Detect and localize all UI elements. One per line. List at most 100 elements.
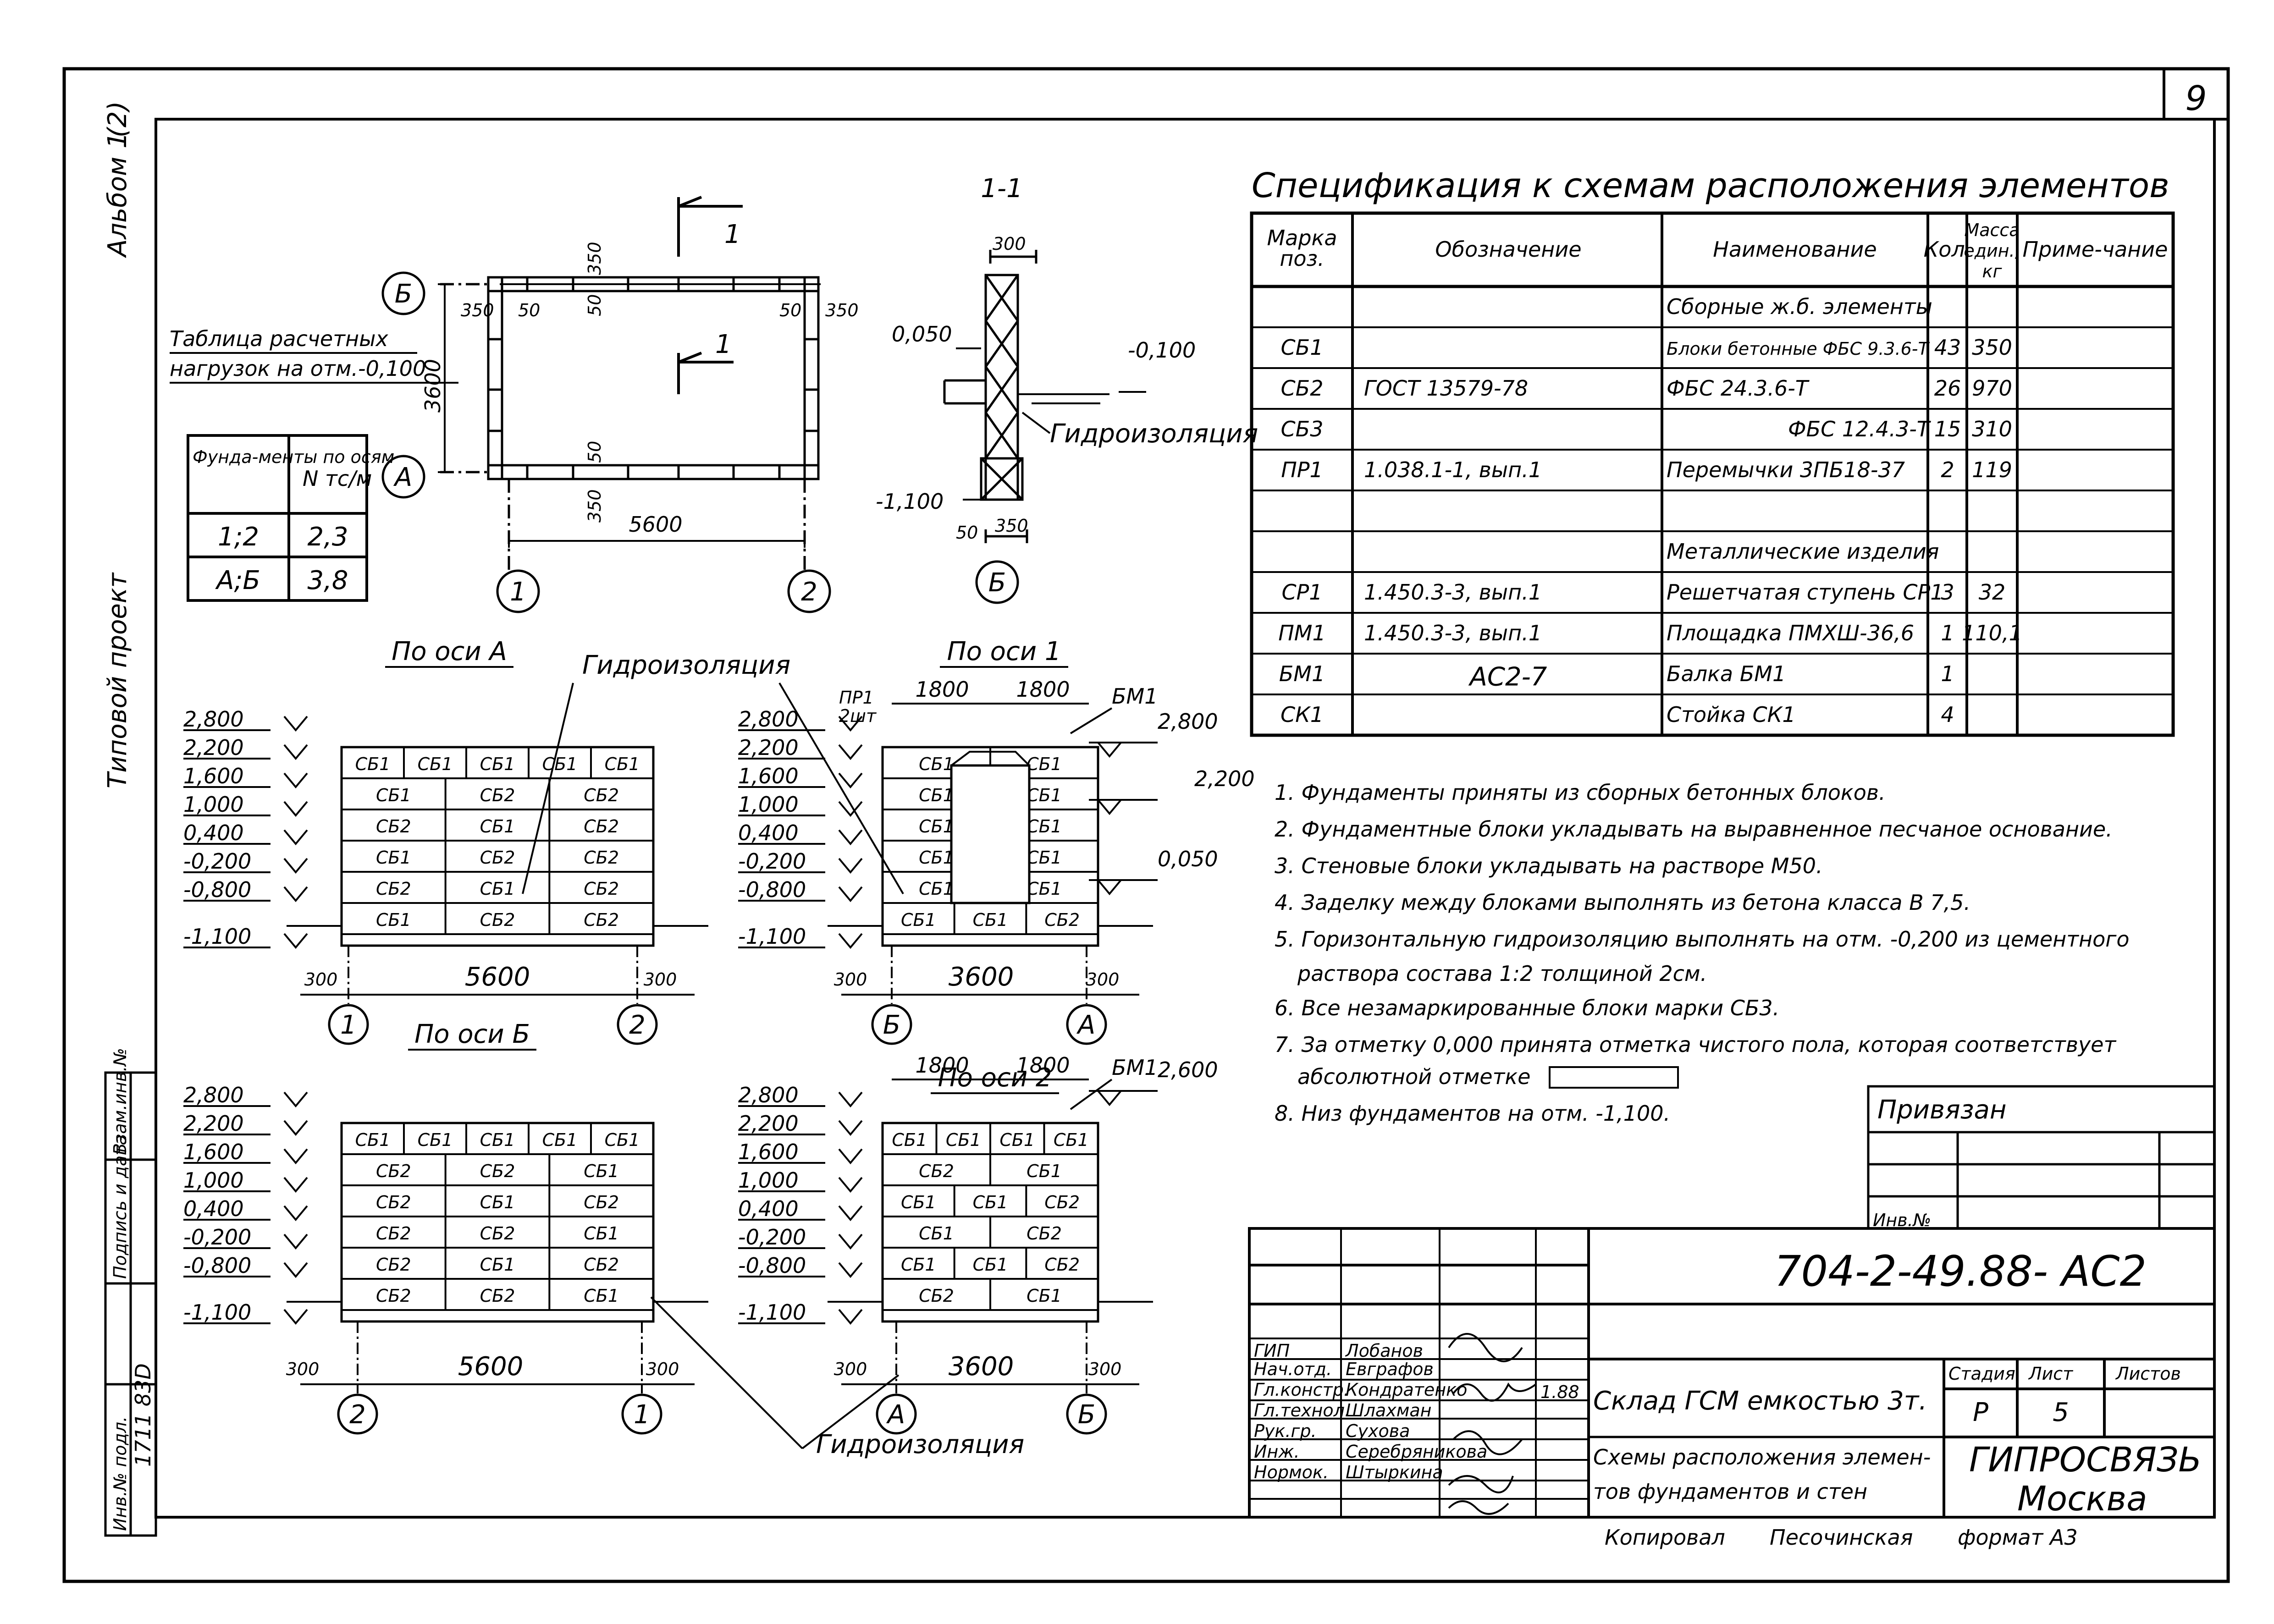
staff-name-2: Кондратенко — [1346, 1380, 1467, 1400]
drawing-name-1: Схемы расположения элемен- — [1593, 1445, 1931, 1470]
level-mark: 2,200 — [738, 735, 799, 760]
spec-cell-8-4: 110,1 — [1962, 621, 2022, 645]
album-label: Альбом 1 — [103, 132, 132, 258]
spec-cell-9-0: БМ1 — [1279, 661, 1325, 686]
top-dim: 1800 — [915, 1053, 969, 1078]
note-3: 4. Заделку между блоками выполнять из бе… — [1275, 890, 1970, 915]
waterproofing-label: Гидроизоляция — [582, 650, 790, 680]
elevation-dim: 300 — [304, 969, 338, 990]
beam-label: БМ1 — [1112, 1055, 1158, 1080]
section-axis: Б — [988, 568, 1006, 598]
spec-cell-4-4: 119 — [1972, 457, 2012, 482]
level-mark: 0,400 — [738, 1196, 799, 1221]
elevation-dim: 300 — [834, 969, 867, 990]
spec-title: Спецификация к схемам расположения элеме… — [1252, 166, 2169, 205]
block-label: СБ2 — [584, 848, 619, 868]
org-name: ГИПРОСВЯЗЬ — [1969, 1440, 2202, 1480]
block-label: СБ1 — [376, 910, 411, 930]
spec-cell-4-2: Перемычки 3ПБ18-37 — [1667, 457, 1905, 482]
staff-role-4: Рук.гр. — [1254, 1421, 1317, 1441]
block-label: СБ1 — [946, 1130, 981, 1150]
block-label: СБ1 — [480, 879, 515, 899]
level-mark: -0,200 — [183, 1225, 251, 1250]
spec-cell-4-0: ПР1 — [1281, 457, 1323, 482]
sheet-format: формат А3 — [1958, 1525, 2078, 1550]
elevation-axis: Б — [883, 1010, 900, 1040]
level-mark: 0,400 — [183, 1196, 244, 1221]
spec-cell-7-0: СР1 — [1281, 580, 1322, 605]
binding-inv: Инв.№ — [1873, 1210, 1931, 1230]
block-label: СБ1 — [480, 816, 515, 837]
plan-dim-50-left: 50 — [518, 300, 540, 320]
block-label: СБ1 — [901, 1192, 936, 1212]
loads-head-col1: Фунда-менты по осям — [193, 447, 394, 467]
note-9: 8. Низ фундаментов на отм. -1,100. — [1275, 1101, 1670, 1126]
level-mark: 1,000 — [183, 792, 244, 817]
lintel-label: ПР1 — [839, 688, 874, 708]
level-mark: -1,100 — [183, 1300, 251, 1325]
level-mark: -1,100 — [738, 924, 806, 949]
spec-cell-8-2: Площадка ПМХШ-36,6 — [1667, 621, 1914, 645]
org-city: Москва — [2017, 1479, 2147, 1519]
waterproofing-label: Гидроизоляция — [816, 1430, 1024, 1459]
note-1: 2. Фундаментные блоки укладывать на выра… — [1275, 817, 2113, 842]
side-stamp-h2: Подпись и дата — [110, 1134, 130, 1279]
sheet-frame — [62, 67, 2230, 1583]
block-label: СБ1 — [999, 1130, 1035, 1150]
block-label: СБ1 — [1027, 848, 1062, 868]
section-waterproofing-label: Гидроизоляция — [1050, 419, 1258, 449]
block-label: СБ1 — [892, 1130, 927, 1150]
block-label: СБ1 — [355, 754, 391, 774]
plan-dim-350-top: 350 — [585, 242, 605, 275]
note-6: 6. Все незамаркированные блоки марки СБ3… — [1275, 996, 1779, 1020]
section-dim-350: 350 — [995, 516, 1028, 536]
spec-cell-6-2: Металлические изделия — [1667, 539, 1939, 564]
elevation-axis: 1 — [340, 1010, 357, 1040]
elevation-dim: 300 — [1086, 969, 1120, 990]
block-label: СБ2 — [376, 1255, 411, 1275]
note-0: 1. Фундаменты приняты из сборных бетонны… — [1275, 780, 1886, 805]
level-mark: 1,000 — [738, 1168, 799, 1193]
note-7: 7. За отметку 0,000 принята отметка чист… — [1275, 1032, 2116, 1057]
block-label: СБ2 — [584, 816, 619, 837]
block-label: СБ2 — [376, 816, 411, 837]
spec-cell-10-0: СК1 — [1281, 702, 1324, 727]
spec-cell-0-2: Сборные ж.б. элементы — [1667, 294, 1932, 319]
spec-cell-2-2: ФБС 24.3.6-Т — [1667, 376, 1810, 401]
loads-table-title-2: нагрузок на отм.-0,100 — [170, 356, 426, 381]
plan-dim-350-left: 350 — [461, 300, 494, 320]
spec-cell-2-3: 26 — [1934, 376, 1961, 401]
level-mark: -0,800 — [738, 1253, 806, 1278]
level-mark: -0,800 — [183, 877, 251, 902]
spec-header-2: Наименование — [1713, 237, 1877, 262]
side-mark: 0,050 — [1158, 847, 1218, 871]
block-label: СБ2 — [480, 1223, 515, 1244]
section-title: 1-1 — [981, 174, 1022, 204]
staff-name-5: Серебряникова — [1346, 1442, 1487, 1462]
note-2: 3. Стеновые блоки укладывать на растворе… — [1275, 853, 1823, 878]
plan-axis-b: Б — [395, 279, 412, 309]
lintel-count: 2шт — [839, 706, 877, 726]
spec-cell-4-3: 2 — [1941, 457, 1954, 482]
staff-name-6: Штыркина — [1346, 1462, 1443, 1482]
block-label: СБ1 — [355, 1130, 391, 1150]
spec-header-1: Обозначение — [1435, 237, 1581, 262]
sheet-no-value: 5 — [2053, 1398, 2069, 1427]
block-label: СБ2 — [376, 1192, 411, 1212]
axis-bubble-b — [381, 271, 425, 315]
foundation-plan — [438, 196, 821, 573]
plan-axis-1: 1 — [510, 577, 526, 607]
section-mark-1100: -1,100 — [876, 489, 944, 514]
level-mark: -1,100 — [183, 924, 251, 949]
spec-cell-8-1: 1.450.3-3, вып.1 — [1364, 621, 1542, 645]
spec-cell-8-0: ПМ1 — [1278, 621, 1326, 645]
block-label: СБ2 — [1027, 1223, 1062, 1244]
general-notes: 1. Фундаменты приняты из сборных бетонны… — [1275, 780, 2130, 1126]
staff-role-5: Инж. — [1254, 1442, 1300, 1462]
note-5: раствора состава 1:2 толщиной 2см. — [1297, 961, 1707, 986]
